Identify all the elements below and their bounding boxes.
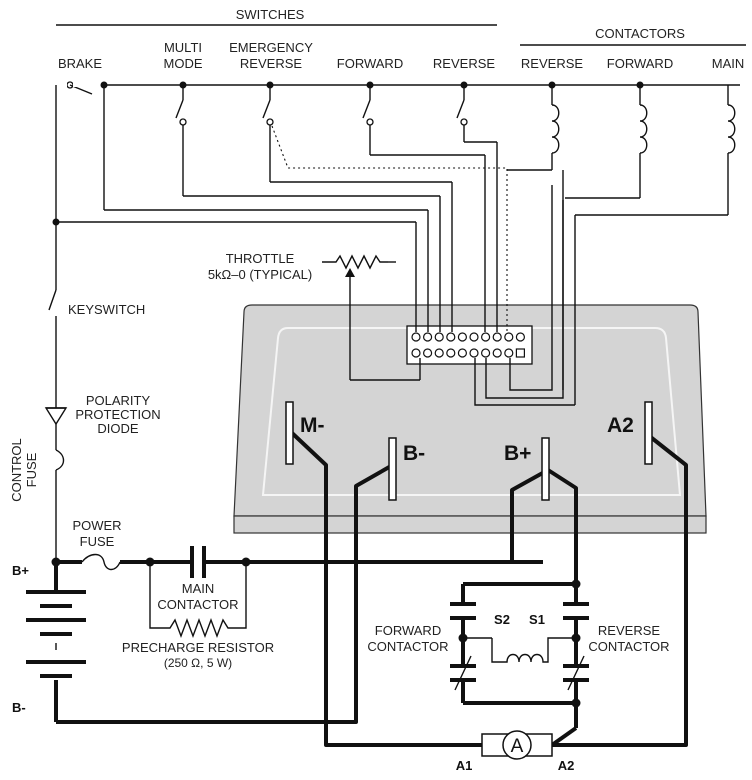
main-contactor-coil-label: MAIN	[712, 56, 745, 71]
reverse-contactor-label-1: REVERSE	[598, 623, 660, 638]
connector-pin-top	[411, 332, 421, 342]
brake-label: BRAKE	[58, 56, 102, 71]
connector-pin-bottom	[469, 348, 479, 358]
connector-pin-bottom	[411, 348, 421, 358]
forward-contactor-label-2: CONTACTOR	[367, 639, 448, 654]
motor-symbol: A	[511, 736, 524, 757]
reverse-contactor-coil-label: REVERSE	[521, 56, 583, 71]
connector-pin-top	[434, 332, 444, 342]
connector-pin-top	[481, 332, 491, 342]
connector-pin-bottom	[446, 348, 456, 358]
b-plus-label: B+	[504, 442, 531, 465]
connector-pin-bottom	[504, 348, 514, 358]
connector-pin-bottom	[492, 348, 502, 358]
multi-mode-label-1: MULTI	[164, 40, 202, 55]
throttle-title: THROTTLE	[226, 251, 295, 266]
controller-connector	[406, 325, 533, 365]
switches-header: SWITCHES	[236, 7, 305, 22]
forward-contactor-coil-label: FORWARD	[607, 56, 673, 71]
b-minus-label: B-	[403, 442, 425, 465]
b-plus-terminal	[541, 437, 550, 501]
power-wiring	[26, 431, 688, 760]
power-fuse-label-1: POWER	[72, 518, 121, 533]
control-wiring	[44, 81, 740, 562]
main-contactor-label-1: MAIN	[182, 581, 215, 596]
control-fuse-label-2: FUSE	[24, 452, 39, 487]
connector-pin-top	[423, 332, 433, 342]
control-fuse-label-1: CONTROL	[9, 438, 24, 502]
connector-pin-bottom	[481, 348, 491, 358]
battery-plus-label: B+	[12, 563, 29, 578]
connector-pin-bottom	[434, 348, 444, 358]
power-fuse-label-2: FUSE	[80, 534, 115, 549]
precharge-resistor-label: PRECHARGE RESISTOR	[122, 640, 274, 655]
motor-a2-label: A2	[558, 758, 575, 773]
controller-body	[233, 304, 707, 534]
forward-contactor-label-1: FORWARD	[375, 623, 441, 638]
connector-pin-top	[457, 332, 467, 342]
diode-label-1: POLARITY	[86, 393, 151, 408]
multi-mode-label-2: MODE	[164, 56, 203, 71]
diode-label-3: DIODE	[97, 421, 139, 436]
battery-minus-label: B-	[12, 700, 26, 715]
emergency-reverse-label-1: EMERGENCY	[229, 40, 313, 55]
connector-pin-bottom	[423, 348, 433, 358]
connector-pin-bottom	[515, 348, 526, 358]
field-s1-label: S1	[529, 612, 545, 627]
a2-terminal	[644, 401, 653, 465]
keyswitch-label: KEYSWITCH	[68, 302, 145, 317]
connector-pin-top	[492, 332, 502, 342]
motor-a1-label: A1	[456, 758, 473, 773]
emergency-reverse-label-2: REVERSE	[240, 56, 302, 71]
connector-pin-top	[469, 332, 479, 342]
throttle-value: 5kΩ–0 (TYPICAL)	[208, 267, 312, 282]
b-minus-terminal	[388, 437, 397, 501]
m-minus-terminal	[285, 401, 294, 465]
contactors-header: CONTACTORS	[595, 26, 685, 41]
field-s2-label: S2	[494, 612, 510, 627]
reverse-switch-label: REVERSE	[433, 56, 495, 71]
precharge-resistor-value: (250 Ω, 5 W)	[164, 656, 232, 670]
a2-label: A2	[607, 414, 634, 437]
reverse-contactor-label-2: CONTACTOR	[588, 639, 669, 654]
diode-label-2: PROTECTION	[75, 407, 160, 422]
m-minus-label: M-	[300, 414, 325, 437]
connector-pin-top	[515, 332, 526, 342]
main-contactor-label-2: CONTACTOR	[157, 597, 238, 612]
connector-pin-top	[446, 332, 456, 342]
connector-pin-top	[504, 332, 514, 342]
forward-switch-label: FORWARD	[337, 56, 403, 71]
connector-pin-bottom	[457, 348, 467, 358]
